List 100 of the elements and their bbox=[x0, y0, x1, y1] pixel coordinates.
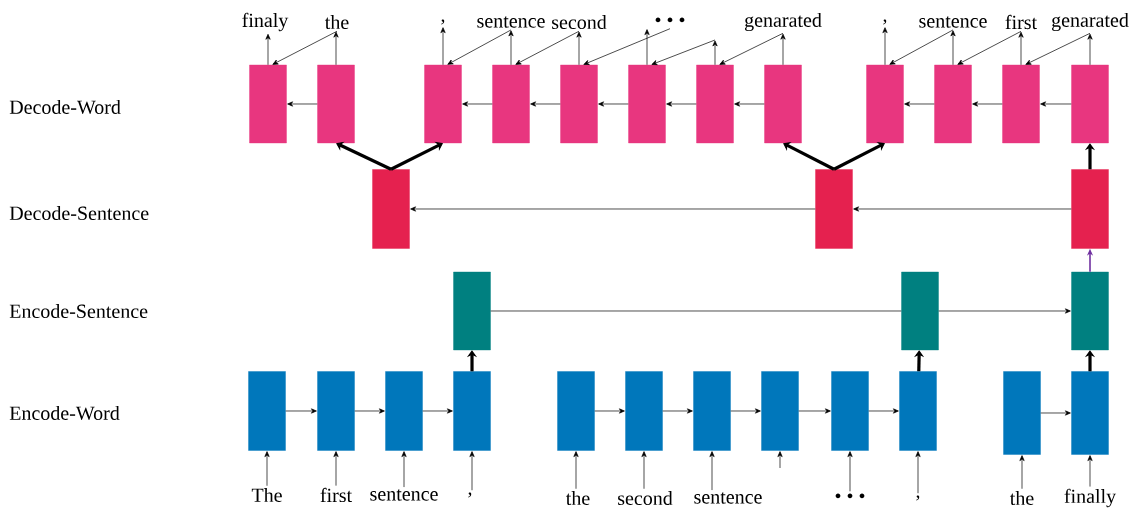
arrow bbox=[734, 101, 765, 107]
word-label: second bbox=[552, 14, 607, 29]
decoder-word-cell bbox=[628, 64, 666, 144]
arrow bbox=[662, 408, 693, 414]
decoder-sentence-cell bbox=[1071, 169, 1109, 249]
arrow bbox=[889, 29, 954, 65]
arrow bbox=[265, 33, 271, 66]
decoder-word-cell bbox=[764, 64, 802, 144]
encoder-word-cell bbox=[761, 371, 799, 451]
encoder-word-cell bbox=[899, 371, 937, 451]
arrow bbox=[777, 451, 783, 469]
decoder-word-cell bbox=[1071, 64, 1109, 144]
arrow bbox=[651, 39, 716, 66]
word-label: the bbox=[566, 490, 590, 505]
arrow bbox=[598, 101, 629, 107]
arrow bbox=[904, 101, 935, 107]
encoder-word-cell bbox=[453, 371, 491, 451]
encoder-word-cell bbox=[693, 371, 731, 451]
arrow bbox=[730, 408, 761, 414]
arrow bbox=[798, 408, 831, 414]
encoder-word-cell bbox=[248, 371, 286, 451]
arrow bbox=[950, 30, 956, 66]
arrow bbox=[719, 32, 784, 65]
arrow bbox=[1018, 31, 1024, 66]
decoder-word-cell bbox=[696, 64, 734, 144]
decoder-word-cell bbox=[492, 64, 530, 144]
row-label: Decode-Word bbox=[9, 99, 121, 115]
arrow bbox=[583, 28, 671, 65]
arrow bbox=[641, 451, 647, 490]
arrow bbox=[938, 308, 1071, 314]
arrow bbox=[287, 101, 318, 107]
encoder-word-cell bbox=[625, 371, 663, 451]
decoder-word-cell bbox=[866, 64, 904, 144]
word-label: finally bbox=[1064, 488, 1117, 508]
word-label: sentence bbox=[477, 16, 545, 28]
word-label: The bbox=[251, 487, 282, 502]
row-label: Decode-Sentence bbox=[9, 205, 149, 220]
decoder-word-cell bbox=[317, 64, 355, 144]
arrow bbox=[515, 30, 580, 65]
arrow bbox=[972, 101, 1003, 107]
encoder-word-cell bbox=[557, 371, 595, 451]
word-label: sentence bbox=[919, 16, 987, 28]
encoder-word-cell bbox=[317, 371, 355, 451]
word-label: , bbox=[468, 492, 472, 498]
decoder-word-cell bbox=[424, 64, 462, 144]
decoder-word-cell bbox=[249, 64, 287, 144]
arrow bbox=[354, 408, 385, 414]
encoder-sentence-cell bbox=[901, 271, 939, 351]
arrow bbox=[847, 451, 853, 492]
word-label: first bbox=[1005, 14, 1037, 30]
arrow bbox=[915, 451, 921, 494]
word-label: , bbox=[441, 19, 445, 25]
word-label: • • • bbox=[835, 493, 865, 499]
arrow bbox=[508, 30, 514, 66]
arrow bbox=[666, 101, 697, 107]
arrow bbox=[868, 408, 899, 414]
arrow bbox=[1025, 32, 1091, 65]
arrow bbox=[469, 451, 475, 491]
arrow bbox=[333, 451, 339, 486]
word-label: genarated bbox=[1052, 12, 1129, 32]
arrow bbox=[447, 29, 512, 65]
arrow bbox=[440, 27, 446, 66]
row-label: Encode-Word bbox=[9, 405, 120, 421]
decoder-sentence-cell bbox=[372, 169, 410, 249]
word-label: the bbox=[325, 14, 349, 29]
arrow bbox=[1040, 410, 1071, 416]
encoder-word-cell bbox=[385, 371, 423, 451]
arrow bbox=[957, 31, 1022, 65]
arrow bbox=[573, 451, 579, 490]
encoder-word-cell bbox=[1003, 371, 1041, 455]
decoder-sentence-cell bbox=[815, 169, 853, 249]
arrow bbox=[1040, 101, 1072, 107]
decoder-word-cell bbox=[560, 64, 598, 144]
arrow bbox=[644, 29, 650, 66]
word-label: sentence bbox=[370, 489, 438, 501]
arrow bbox=[576, 31, 582, 66]
arrow bbox=[390, 141, 443, 171]
arrow bbox=[333, 31, 339, 66]
word-label: second bbox=[618, 490, 673, 505]
arrow bbox=[780, 33, 786, 66]
word-label: first bbox=[320, 487, 352, 503]
decoder-word-cell bbox=[1002, 64, 1040, 144]
encoder-sentence-cell bbox=[1071, 271, 1109, 351]
word-label: , bbox=[916, 495, 920, 501]
arrow bbox=[1019, 455, 1025, 490]
encoder-word-cell bbox=[831, 371, 869, 451]
word-label: genarated bbox=[745, 12, 822, 32]
arrow bbox=[882, 27, 888, 66]
arrow bbox=[285, 408, 317, 414]
arrow bbox=[853, 206, 1072, 212]
encoder-sentence-cell bbox=[453, 271, 491, 351]
arrow bbox=[1087, 33, 1093, 66]
encoder-word-cell bbox=[1071, 371, 1109, 455]
arrow bbox=[1087, 455, 1093, 487]
arrow bbox=[709, 451, 715, 491]
arrow bbox=[422, 408, 453, 414]
arrow bbox=[712, 40, 718, 66]
word-label: • • • bbox=[655, 17, 685, 23]
arrow bbox=[264, 451, 270, 487]
arrow bbox=[594, 408, 625, 414]
